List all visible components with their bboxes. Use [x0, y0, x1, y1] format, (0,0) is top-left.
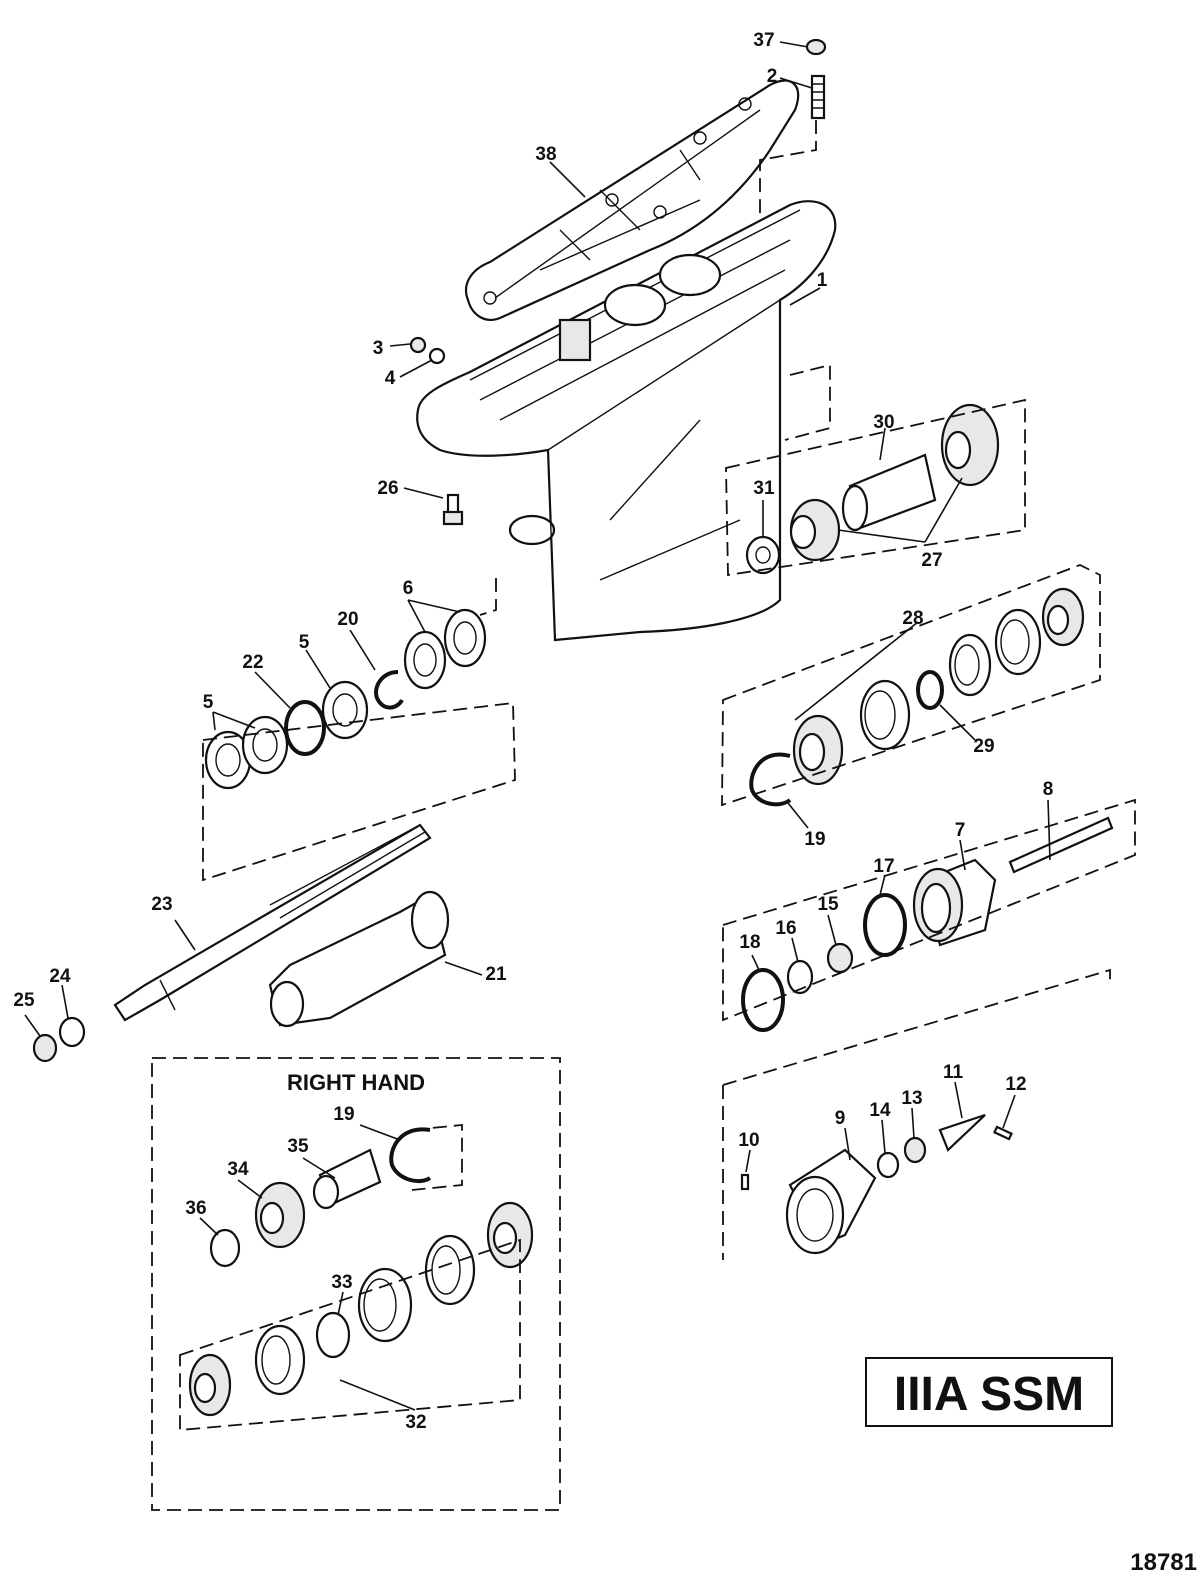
washer-part-14 — [876, 1151, 900, 1179]
callout-1: 1 — [817, 270, 828, 291]
callout-19-upper: 19 — [804, 829, 825, 850]
model-badge: IIIA SSM — [865, 1357, 1113, 1427]
callout-13: 13 — [901, 1088, 922, 1109]
section-title: RIGHT HAND — [287, 1070, 425, 1095]
gear-part-34 — [254, 1181, 306, 1249]
pin-part-10 — [740, 1173, 750, 1191]
o-ring-part-29 — [916, 670, 944, 710]
callout-7: 7 — [955, 820, 966, 841]
retaining-ring-part-19-rh — [389, 1127, 432, 1184]
gear-part-27-large — [940, 403, 1000, 487]
callout-35: 35 — [287, 1136, 309, 1157]
washer-part-16 — [786, 959, 814, 995]
nut-part-13 — [903, 1136, 927, 1164]
callout-25: 25 — [13, 990, 35, 1011]
callout-26: 26 — [377, 478, 398, 499]
callout-28: 28 — [902, 608, 923, 629]
drawing-number: 18781 — [1130, 1549, 1197, 1576]
gear-part-27-small — [789, 498, 841, 562]
nut-part-37 — [805, 38, 827, 56]
callout-5-lower: 5 — [203, 692, 214, 713]
callout-9: 9 — [835, 1108, 846, 1129]
callout-24: 24 — [49, 966, 71, 987]
bearing-carrier-part-7 — [912, 858, 997, 947]
callout-labels: 37 2 38 1 3 4 30 26 31 27 6 28 20 22 5 5… — [13, 30, 1053, 1433]
nut-part-3 — [409, 336, 427, 354]
washer-part-24 — [58, 1016, 86, 1048]
bearing-part-28 — [792, 587, 1085, 786]
bearing-part-30 — [841, 453, 937, 532]
callout-2: 2 — [767, 66, 778, 87]
gearcase-housing-part-1 — [416, 200, 837, 642]
stud-part-8 — [1008, 816, 1114, 874]
callout-4: 4 — [385, 368, 396, 389]
leader-lines — [24, 41, 1051, 1411]
drive-shaft-part-23 — [113, 823, 432, 1022]
callout-10: 10 — [738, 1130, 759, 1151]
callout-11: 11 — [943, 1062, 964, 1083]
propeller-hub-part-9 — [785, 1148, 877, 1255]
gasket-part-38 — [464, 79, 800, 321]
callout-33: 33 — [331, 1272, 352, 1293]
bearing-part-6 — [403, 608, 487, 690]
callout-16: 16 — [775, 918, 796, 939]
callout-31: 31 — [753, 478, 775, 499]
stud-part-2 — [810, 74, 826, 120]
retaining-ring-part-20 — [374, 670, 404, 710]
washer-part-31 — [745, 535, 781, 575]
callout-36: 36 — [185, 1198, 206, 1219]
nut-part-15 — [826, 942, 854, 974]
callout-30: 30 — [873, 412, 894, 433]
callout-20: 20 — [337, 609, 358, 630]
callout-6: 6 — [403, 578, 414, 599]
callout-14: 14 — [869, 1100, 891, 1121]
nut-part-25 — [32, 1033, 58, 1063]
callout-29: 29 — [973, 736, 994, 757]
callout-27: 27 — [921, 550, 942, 571]
callout-23: 23 — [151, 894, 172, 915]
callout-34: 34 — [227, 1159, 249, 1180]
callout-12: 12 — [1005, 1074, 1026, 1095]
o-ring-part-17 — [863, 893, 907, 957]
callout-32: 32 — [405, 1412, 426, 1433]
ring-part-18 — [741, 968, 785, 1032]
callout-18: 18 — [739, 932, 760, 953]
sleeve-part-21 — [268, 890, 450, 1028]
bushing-part-36 — [209, 1228, 241, 1268]
right-hand-section: RIGHT HAND — [151, 1057, 561, 1511]
o-ring-part-22 — [284, 700, 326, 756]
screw-part-26 — [442, 493, 464, 526]
callout-22: 22 — [242, 652, 263, 673]
callout-19-rh: 19 — [333, 1104, 354, 1125]
callout-8: 8 — [1043, 779, 1054, 800]
bushing-part-33 — [315, 1311, 351, 1359]
callout-21: 21 — [485, 964, 507, 985]
pin-part-12 — [993, 1125, 1013, 1141]
cone-part-11 — [938, 1113, 986, 1152]
bearing-part-35 — [312, 1148, 382, 1210]
model-badge-text: IIIA SSM — [894, 1368, 1084, 1421]
callout-17: 17 — [873, 856, 894, 877]
retaining-ring-part-19 — [749, 752, 792, 807]
callout-15: 15 — [817, 894, 839, 915]
bearing-part-32 — [188, 1201, 534, 1417]
group-outlines — [179, 120, 1136, 1431]
callout-38: 38 — [535, 144, 556, 165]
callout-37: 37 — [753, 30, 774, 51]
callout-5-upper: 5 — [299, 632, 310, 653]
callout-3: 3 — [373, 338, 384, 359]
washer-part-4 — [428, 347, 446, 365]
